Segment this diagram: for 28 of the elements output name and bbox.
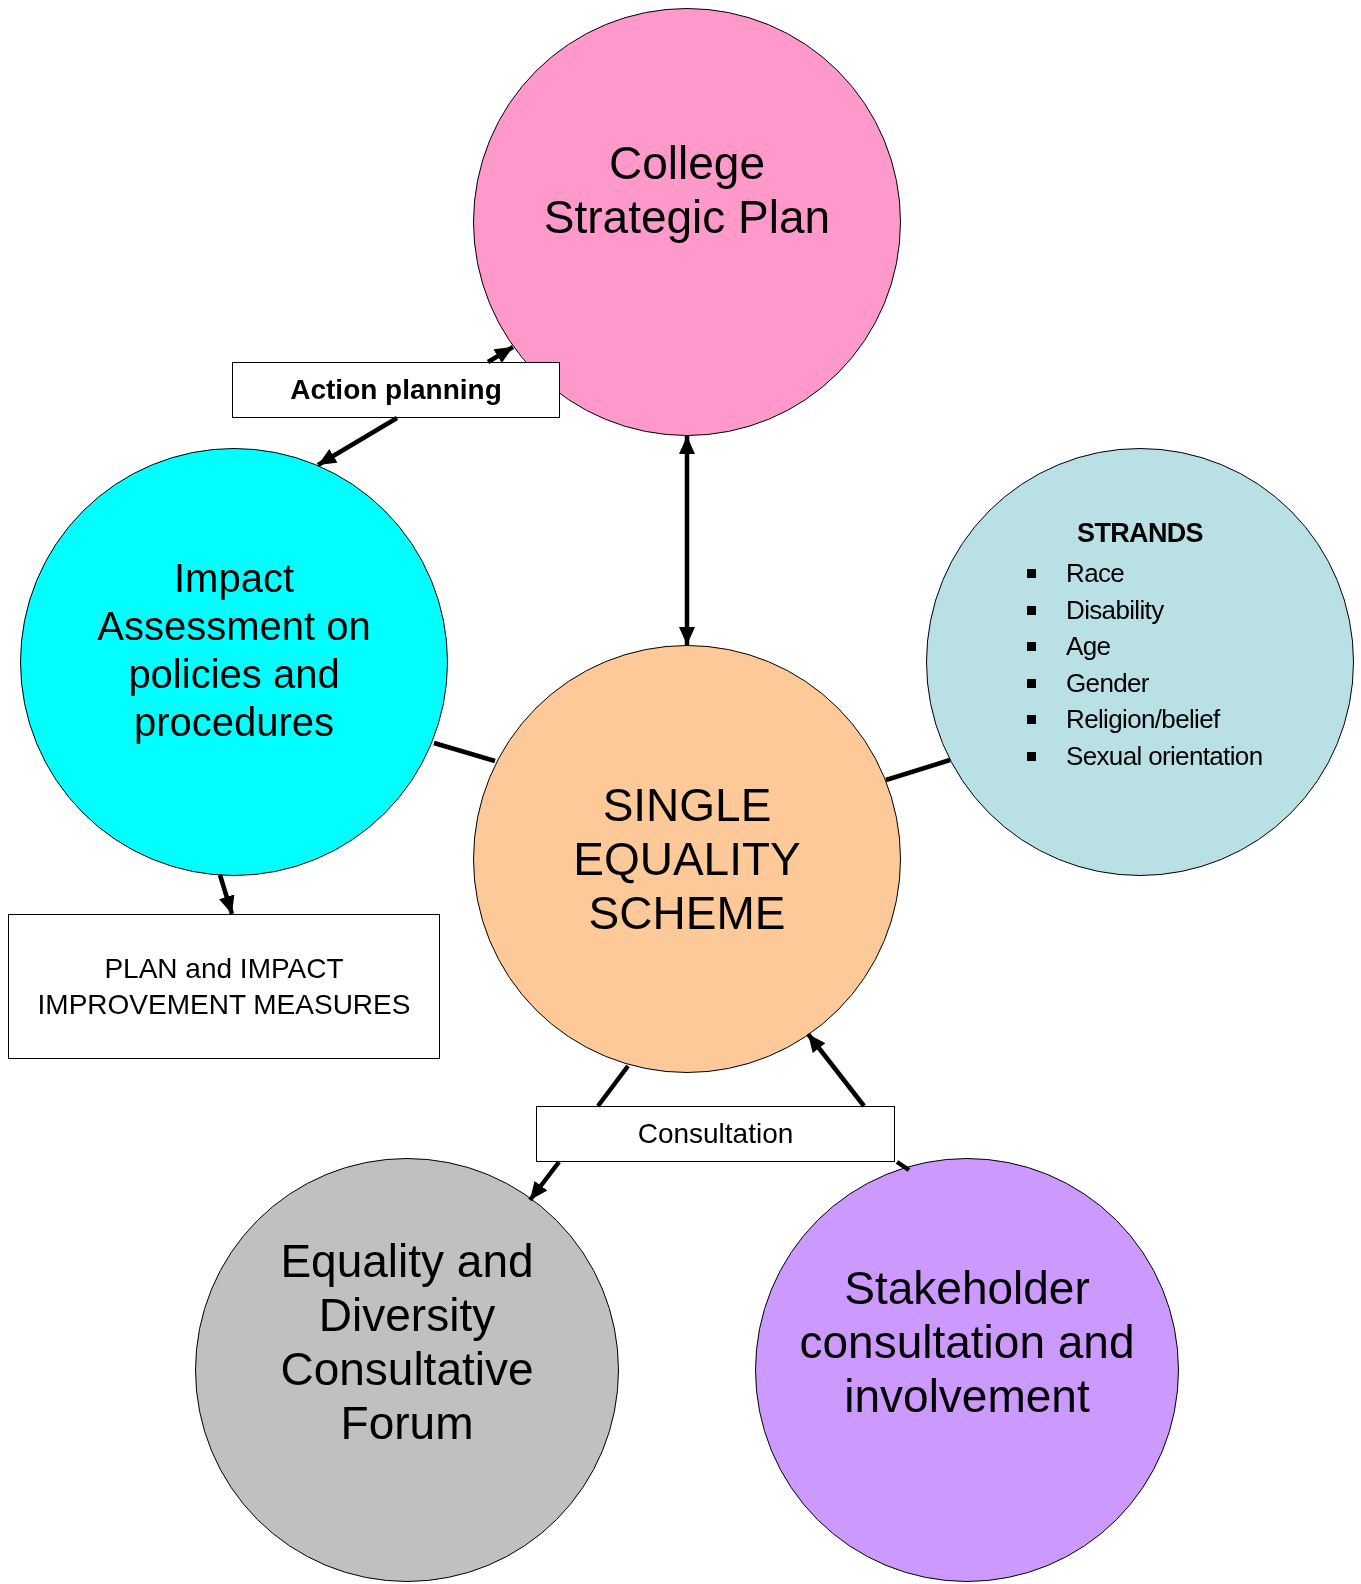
arrow: [217, 874, 235, 915]
arrow: [679, 436, 695, 645]
node-label: Stakeholder consultation and involvement: [798, 1261, 1136, 1423]
heading: STRANDS: [1077, 517, 1203, 550]
node-label: Equality and Diversity Consultative Forum: [279, 1234, 535, 1450]
node-label: College Strategic Plan: [542, 136, 832, 244]
list-item: Religion/belief: [1066, 703, 1220, 737]
list-item: Sexual orientation: [1066, 739, 1263, 773]
connector-line: [895, 1160, 911, 1172]
connector-line: [885, 757, 951, 783]
list-item: Age: [1066, 630, 1111, 664]
node-label: PLAN and IMPACT IMPROVEMENT MEASURES: [36, 951, 412, 1022]
node-label: SINGLE EQUALITY SCHEME: [572, 778, 802, 940]
list-item: Disability: [1066, 593, 1164, 627]
connector-line: [596, 1064, 630, 1108]
label-box: [232, 362, 560, 418]
arrow: [806, 1032, 866, 1108]
list-item: Race: [1066, 557, 1125, 591]
node-label: Consultation: [637, 1117, 794, 1151]
connector-line: [433, 740, 496, 764]
list-item: Gender: [1066, 666, 1149, 700]
label-box: [536, 1106, 895, 1162]
arrow: [316, 416, 399, 467]
arrow: [528, 1160, 561, 1202]
node-label: Action planning: [290, 373, 502, 407]
measures-box: [8, 914, 440, 1059]
arrow: [486, 345, 515, 364]
node-label: Impact Assessment on policies and procedures: [96, 555, 372, 746]
